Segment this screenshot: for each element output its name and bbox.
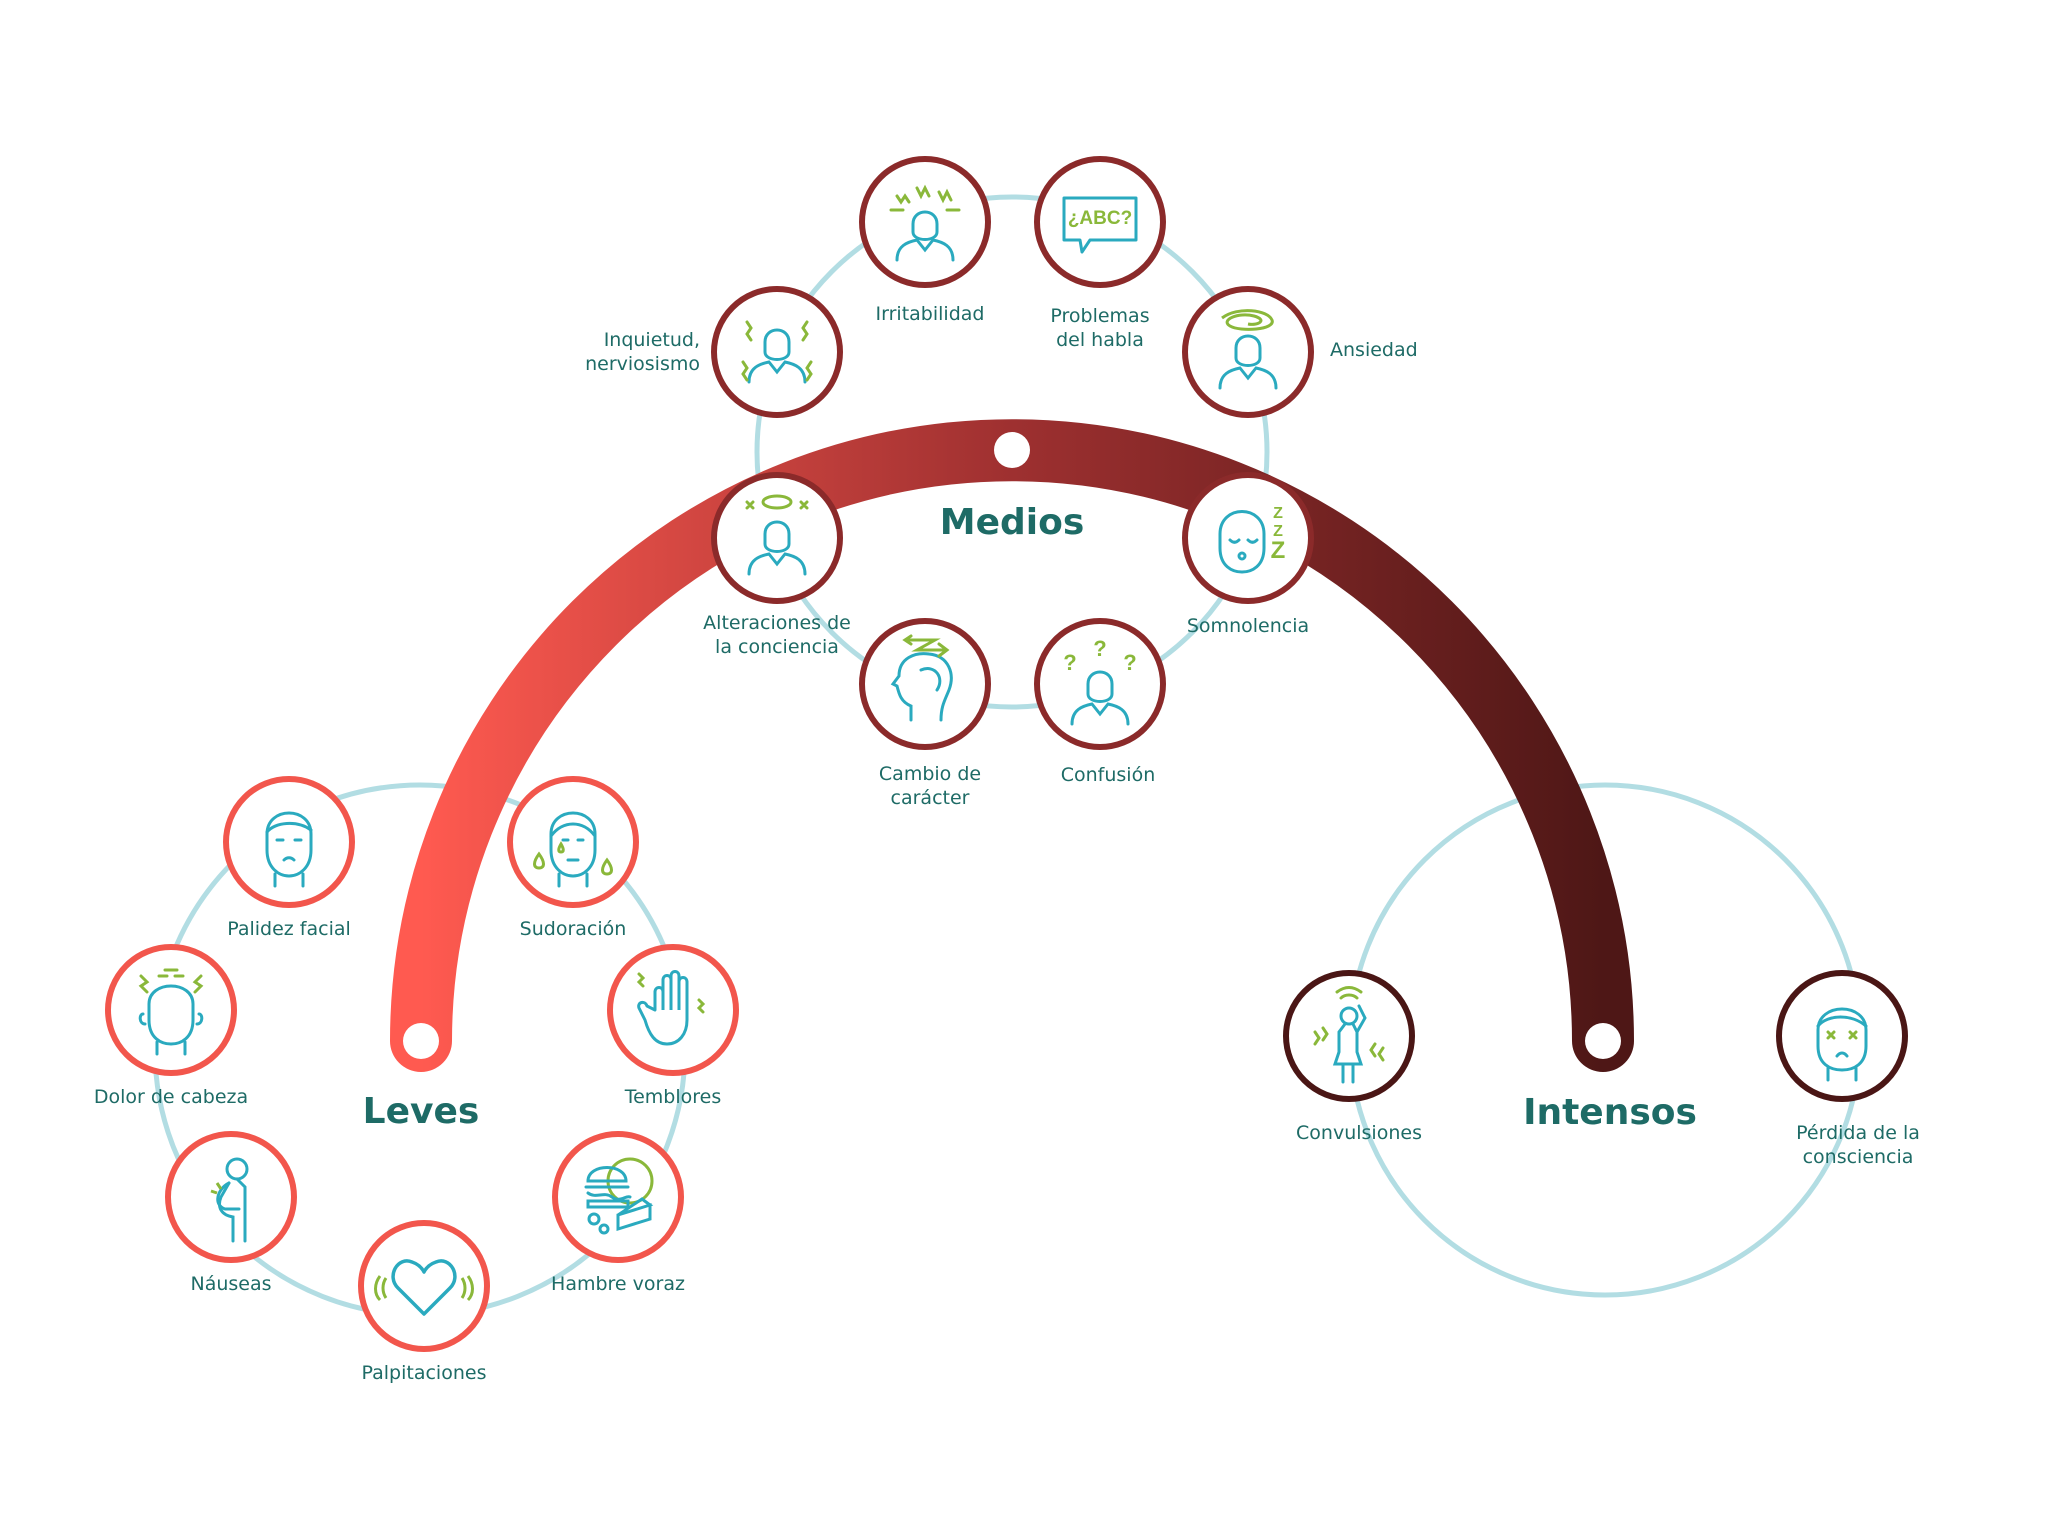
shaking-hand-icon [637, 970, 689, 1046]
symptom-nauseas [165, 1131, 297, 1263]
label-ansiedad: Ansiedad [1330, 339, 1418, 361]
label-palidez-facial: Palidez facial [227, 918, 351, 940]
label-irritabilidad: Irritabilidad [875, 303, 985, 325]
speech-bubble-abc-icon: ¿ABC? [1062, 196, 1138, 254]
irritable-person-icon [895, 210, 955, 262]
altered-consciousness-icon [747, 520, 807, 576]
label-alteraciones-conciencia: Alteraciones de la conciencia [703, 612, 851, 658]
symptom-cambio-de-caracter [859, 618, 991, 750]
symptom-convulsiones [1283, 970, 1415, 1102]
headache-icon [138, 984, 204, 1056]
speech-bubble-text: ¿ABC? [1068, 208, 1132, 229]
group-title-medios: Medios [939, 502, 1085, 543]
sweating-face-icon [549, 811, 597, 888]
label-convulsiones: Convulsiones [1296, 1122, 1422, 1144]
symptom-dolor-de-cabeza [105, 944, 237, 1076]
symptom-perdida-consciencia [1776, 970, 1908, 1102]
symptom-problemas-del-habla: ¿ABC? [1034, 156, 1166, 288]
symptom-confusion: ??? [1034, 618, 1166, 750]
label-nauseas: Náuseas [190, 1273, 272, 1295]
label-cambio-de-caracter: Cambio de carácter [878, 763, 982, 809]
symptom-hambre-voraz [552, 1131, 684, 1263]
label-somnolencia: Somnolencia [1186, 615, 1310, 637]
medios-ring [754, 194, 1270, 710]
confused-person-icon [1070, 670, 1130, 726]
group-title-leves: Leves [362, 1091, 480, 1132]
arc-start-dot [403, 1023, 439, 1059]
nausea-icon [216, 1157, 249, 1243]
unconscious-face-icon [1816, 1007, 1868, 1082]
sleepy-face-icon [1218, 510, 1266, 574]
hunger-food-icon [584, 1157, 654, 1235]
label-hambre-voraz: Hambre voraz [551, 1273, 685, 1295]
symptom-irritabilidad [859, 156, 991, 288]
arc-top-dot [994, 432, 1030, 468]
anxious-person-icon [1218, 334, 1278, 390]
label-perdida-consciencia: Pérdida de la consciencia [1796, 1122, 1920, 1168]
convulsions-icon [1313, 986, 1385, 1084]
label-confusion: Confusión [1060, 764, 1156, 786]
label-problemas-del-habla: Problemas del habla [1050, 305, 1150, 351]
label-sudoracion: Sudoración [519, 918, 627, 940]
restless-person-icon [747, 328, 807, 384]
symptom-temblores [607, 944, 739, 1076]
label-temblores: Temblores [624, 1086, 722, 1108]
symptom-inquietud-nerviosismo [711, 286, 843, 418]
symptom-ansiedad [1182, 286, 1314, 418]
symptom-palpitaciones [358, 1220, 490, 1352]
symptom-palidez-facial [223, 776, 355, 908]
label-dolor-de-cabeza: Dolor de cabeza [93, 1086, 249, 1108]
pale-face-icon [265, 811, 313, 888]
symptom-sudoracion [507, 776, 639, 908]
heart-palpitations-icon [374, 1259, 474, 1316]
arc-end-dot [1585, 1023, 1621, 1059]
character-change-head-icon [890, 634, 953, 722]
label-inquietud-nerviosismo: Inquietud, nerviosismo [585, 329, 700, 375]
question-marks: ??? [1063, 636, 1136, 675]
label-palpitaciones: Palpitaciones [361, 1362, 487, 1384]
group-title-intensos: Intensos [1523, 1092, 1697, 1133]
symptom-alteraciones-conciencia [711, 472, 843, 604]
